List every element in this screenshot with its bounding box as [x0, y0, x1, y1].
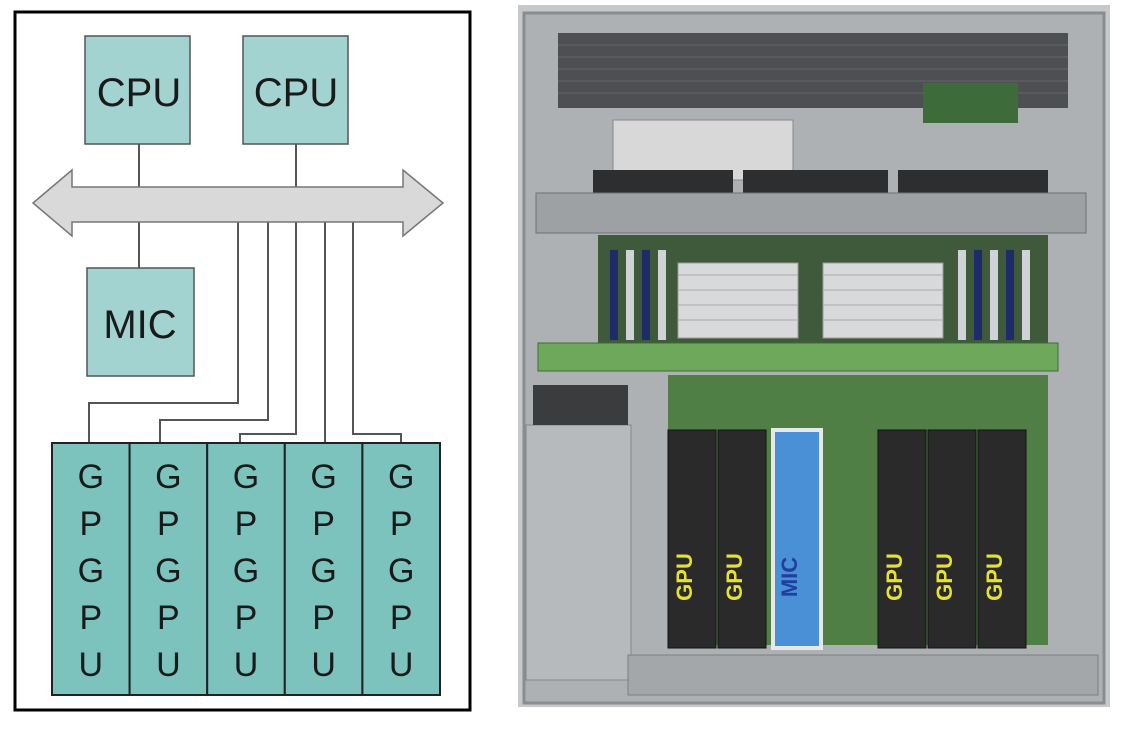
gpu-box-3-letter: P: [235, 505, 258, 543]
gpu-box-5-letter: U: [389, 646, 414, 684]
gpu-box-3-letter: G: [233, 552, 259, 590]
gpu-box-3: [206, 442, 286, 696]
gpu-box-4-letter: G: [310, 458, 336, 496]
gpu-box-5-letter: G: [388, 458, 414, 496]
gpu-box-1-letter: P: [79, 505, 102, 543]
gpu-box-1-letter: G: [78, 458, 104, 496]
io-board: [923, 83, 1018, 123]
gpu-card: [977, 429, 1027, 649]
gpu-box-5: [361, 442, 441, 696]
gpu-box-4-letter: P: [312, 599, 335, 637]
gpu-card: [877, 429, 927, 649]
cpu-box-1-label: CPU: [97, 71, 181, 115]
gpu-box-2-letter: U: [156, 646, 181, 684]
ram-right: [958, 250, 1030, 340]
gpu-box-4: [283, 442, 364, 696]
gpu-box-5-letter: P: [390, 599, 413, 637]
cpu-box-1: [84, 35, 191, 145]
gpu-box-4-letter: U: [311, 646, 336, 684]
gpu-box-1: [51, 442, 131, 696]
connector-lines: [88, 144, 402, 443]
mic-box-label: MIC: [103, 303, 176, 347]
heatsink-2: [822, 262, 944, 339]
system-bus-arrow: [31, 168, 445, 238]
gpu-box-4-letter: P: [312, 505, 335, 543]
gpu-card-label: GPU: [982, 553, 1007, 601]
gpu-card-label: GPU: [932, 553, 957, 601]
gpu-card-label: GPU: [882, 553, 907, 601]
gpu-box-3-letter: G: [233, 458, 259, 496]
cpu-box-2-label: CPU: [254, 71, 338, 115]
gpu-box-1-letter: P: [79, 599, 102, 637]
gpu-box-2-letter: G: [155, 552, 181, 590]
gpu-card: [927, 429, 977, 649]
gpu-card: [667, 429, 717, 649]
gpu-box-2-letter: G: [155, 458, 181, 496]
heatsink-1: [677, 262, 799, 339]
gpu-card-label: GPU: [672, 553, 697, 601]
gpu-box-3-letter: P: [235, 599, 258, 637]
gpu-box-4-letter: G: [310, 552, 336, 590]
fan-bracket: [535, 192, 1087, 234]
ram-left: [610, 250, 666, 340]
gpu-card-label: GPU: [722, 553, 747, 601]
gpu-box-1-letter: G: [78, 552, 104, 590]
mic-box: [86, 267, 195, 377]
gpu-box-5-letter: P: [390, 505, 413, 543]
mic-card-label: MIC: [777, 557, 802, 597]
riser-board: [537, 342, 1059, 372]
power-supply: [525, 424, 632, 681]
psu-connector: [533, 385, 628, 425]
gpu-box-2: [128, 442, 209, 696]
bottom-rail: [627, 654, 1099, 696]
gpu-box-3-letter: U: [234, 646, 259, 684]
gpu-box-1-letter: U: [79, 646, 104, 684]
gpu-box-5-letter: G: [388, 552, 414, 590]
gpu-card: [717, 429, 767, 649]
gpu-box-2-letter: P: [157, 599, 180, 637]
expansion-cards: GPU GPU MIC GPU GPU GPU: [667, 428, 1027, 650]
gpu-box-2-letter: P: [157, 505, 180, 543]
cpu-box-2: [242, 35, 349, 145]
mic-card: [771, 428, 823, 650]
